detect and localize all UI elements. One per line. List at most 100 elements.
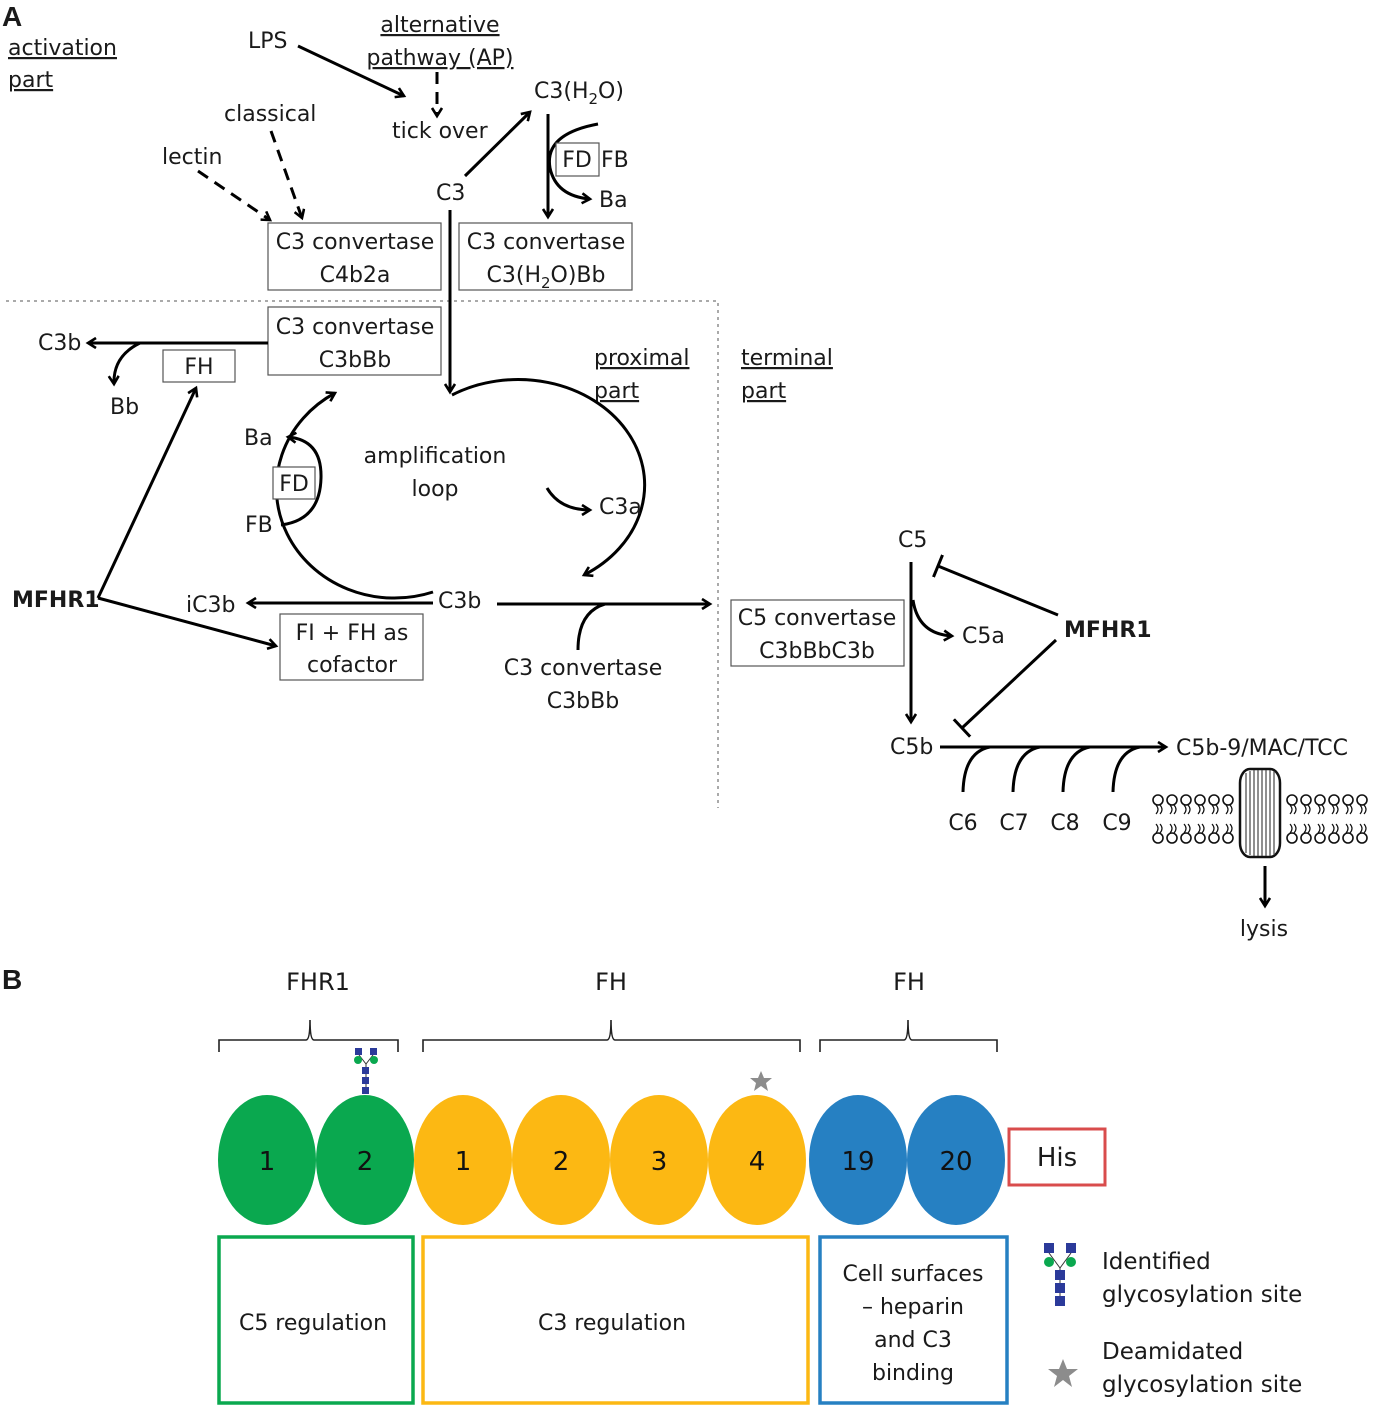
c3bbb-box bbox=[267, 306, 442, 376]
c3bbb-join-arc bbox=[576, 602, 606, 651]
c3h2o-label: C3(H2O) bbox=[534, 79, 624, 108]
c7-join-arc bbox=[1011, 745, 1041, 793]
domain-row: 1 2 1 2 3 4 19 20 bbox=[218, 1095, 1005, 1225]
c4b2a-label: C4b2a bbox=[320, 263, 391, 288]
c3-to-c3h2o-arrow bbox=[463, 112, 530, 178]
c3bbbc3b-label: C3bBbC3b bbox=[759, 639, 875, 664]
c3-label: C3 bbox=[436, 181, 465, 206]
header-fhr1: FHR1 bbox=[286, 968, 350, 996]
mfhr1-inhibit-c5 bbox=[932, 554, 1059, 617]
deamid-legend-label-2: glycosylation site bbox=[1102, 1372, 1302, 1398]
ap-label-2: pathway (AP) bbox=[367, 46, 514, 71]
lectin-label: lectin bbox=[162, 145, 222, 170]
c5b-label: C5b bbox=[890, 735, 933, 760]
loop-left-arc bbox=[274, 393, 434, 600]
cell-surface-line: Cell surfaces bbox=[843, 1262, 984, 1287]
ba-label-top: Ba bbox=[599, 188, 628, 213]
cofactor-label: cofactor bbox=[307, 653, 398, 678]
c6-join-arc bbox=[961, 745, 991, 793]
activation-part-label-2: part bbox=[8, 68, 53, 93]
amplification-label: amplification bbox=[364, 444, 507, 469]
header-fh-1: FH bbox=[595, 968, 627, 996]
c3bbb-title: C3 convertase bbox=[276, 315, 435, 340]
domain-label: 2 bbox=[357, 1147, 374, 1177]
domain-oval bbox=[218, 1095, 316, 1225]
mac-label: C5b-9/MAC/TCC bbox=[1176, 736, 1348, 761]
c3b-decay-label: C3b bbox=[38, 331, 81, 356]
brace-fh-2 bbox=[819, 1019, 998, 1052]
loop-label: loop bbox=[412, 477, 459, 502]
c9-label: C9 bbox=[1102, 811, 1131, 836]
cell-surface-box bbox=[818, 1235, 1009, 1405]
c3-regulation-box bbox=[421, 1235, 810, 1405]
c6-label: C6 bbox=[948, 811, 977, 836]
activation-part-label: activation bbox=[8, 36, 117, 61]
brace-fh-1 bbox=[422, 1019, 801, 1052]
fi-fh-label: FI + FH as bbox=[296, 621, 409, 646]
domain-label: 3 bbox=[651, 1147, 668, 1177]
domain-oval bbox=[708, 1095, 806, 1225]
his-tag-label: His bbox=[1037, 1143, 1077, 1173]
fd-label-top: FD bbox=[562, 148, 592, 173]
lps-to-tickover-arrow bbox=[297, 44, 404, 96]
c3bbb-bottom-title: C3 convertase bbox=[504, 656, 663, 681]
mfhr1-right-label: MFHR1 bbox=[1064, 618, 1152, 643]
mfhr1-left-label: MFHR1 bbox=[12, 588, 100, 613]
terminal-part-label-2: part bbox=[741, 379, 786, 404]
header-fh-2: FH bbox=[893, 968, 925, 996]
loop-right-arc bbox=[451, 378, 647, 575]
c8-join-arc bbox=[1061, 745, 1091, 793]
fi-fh-box bbox=[279, 613, 424, 681]
c3b-label: C3b bbox=[438, 589, 481, 614]
classical-arrow bbox=[269, 130, 302, 218]
c4b2a-box bbox=[267, 222, 442, 291]
lps-label: LPS bbox=[248, 29, 288, 54]
fd-label-left: FD bbox=[279, 472, 309, 497]
cell-surface-line: binding bbox=[872, 1361, 954, 1386]
c3-regulation-label: C3 regulation bbox=[538, 1311, 686, 1336]
mac-pore-stripes bbox=[1245, 770, 1275, 856]
fd-box-left bbox=[272, 466, 316, 500]
glyco-legend-label: Identified bbox=[1102, 1249, 1211, 1275]
domain-label: 1 bbox=[455, 1147, 472, 1177]
star-legend-icon bbox=[1048, 1359, 1078, 1387]
mfhr1-to-fh-arrow bbox=[96, 388, 196, 599]
c3bbb-bottom-label: C3bBb bbox=[547, 689, 619, 714]
ic3b-label: iC3b bbox=[186, 593, 235, 618]
c3a-label: C3a bbox=[599, 495, 642, 520]
deamidation-star-icon bbox=[750, 1071, 772, 1091]
c5a-release-arc bbox=[911, 599, 952, 636]
panel-a-label: A bbox=[2, 1, 22, 32]
c3h2obb-box bbox=[458, 222, 633, 291]
c3a-release-arc bbox=[545, 487, 590, 510]
panel-b-label: B bbox=[2, 964, 22, 995]
c7-label: C7 bbox=[999, 811, 1028, 836]
ba-label-left: Ba bbox=[244, 426, 273, 451]
his-tag-box bbox=[1007, 1127, 1107, 1187]
c5-regulation-box bbox=[217, 1235, 415, 1405]
bb-release-arc bbox=[114, 341, 141, 384]
domain-oval bbox=[316, 1095, 414, 1225]
domain-label: 2 bbox=[553, 1147, 570, 1177]
classical-label: classical bbox=[224, 102, 316, 127]
domain-oval bbox=[610, 1095, 708, 1225]
bb-label: Bb bbox=[110, 395, 139, 420]
proximal-part-label: proximal bbox=[594, 346, 689, 371]
fb-label-top: FB bbox=[601, 148, 629, 173]
c8-label: C8 bbox=[1050, 811, 1079, 836]
domain-label: 19 bbox=[841, 1147, 874, 1177]
fb-left-arc bbox=[280, 437, 323, 527]
c5-convertase-box bbox=[730, 599, 905, 667]
domain-label: 20 bbox=[939, 1147, 972, 1177]
brace-fhr1 bbox=[218, 1019, 399, 1052]
fh-label: FH bbox=[184, 355, 213, 380]
c3bbb-label: C3bBb bbox=[319, 348, 391, 373]
c5-convertase-title: C5 convertase bbox=[738, 606, 897, 631]
domain-oval bbox=[512, 1095, 610, 1225]
lysis-label: lysis bbox=[1240, 917, 1288, 942]
c3h2obb-title: C3 convertase bbox=[467, 230, 626, 255]
c3h2obb-label: C3(H2O)Bb bbox=[487, 263, 606, 292]
terminal-part-label: terminal bbox=[741, 346, 833, 371]
glycan-icon-domain bbox=[354, 1048, 378, 1094]
